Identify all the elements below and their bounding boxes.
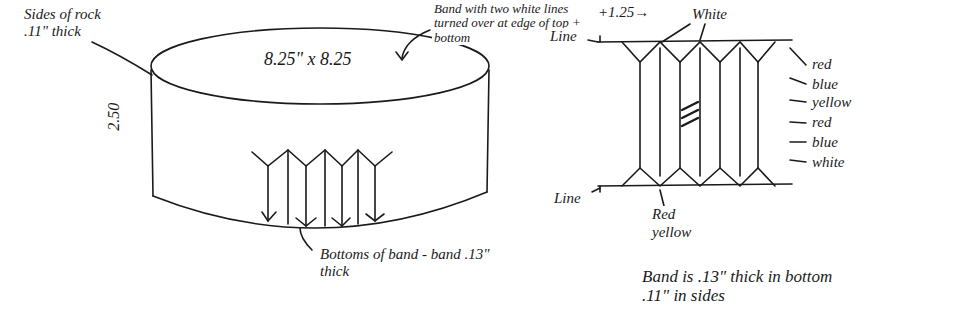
band-pattern [252,150,392,226]
leader-line [592,188,600,192]
color-note: blue [810,134,840,151]
color-note: red [810,56,833,73]
drum-bottom [153,192,487,228]
dimension: 2.50 [105,101,123,133]
color-note: Line [552,190,583,207]
side-note: Sides of rock .11" thick [22,6,126,39]
drum-side [151,70,153,196]
band-note: Band is .13" thick in bottom .11" in sid… [640,268,844,305]
color-note: blue [810,76,840,93]
drum-side [487,70,489,192]
color-note: red [810,114,833,131]
leader-line [588,40,598,42]
color-note: Line [548,28,579,45]
dimension: 8.25" x 8.25 [262,50,354,70]
leader-line [662,24,690,42]
color-note: yellow [810,94,853,111]
leader-line [660,190,664,206]
leader-line [700,24,705,40]
leader-arrow [396,52,408,60]
color-note: Red [650,206,677,223]
color-note: yellow [650,224,693,241]
color-note: white [810,154,847,171]
dimension: +1.25→ [596,4,651,21]
leader-line [300,228,312,250]
band-detail [598,36,792,192]
band-note: Bottoms of band - band .13" thick [318,246,522,279]
leader-line [790,48,806,162]
color-note: White [690,6,729,23]
leader-line [92,42,152,75]
